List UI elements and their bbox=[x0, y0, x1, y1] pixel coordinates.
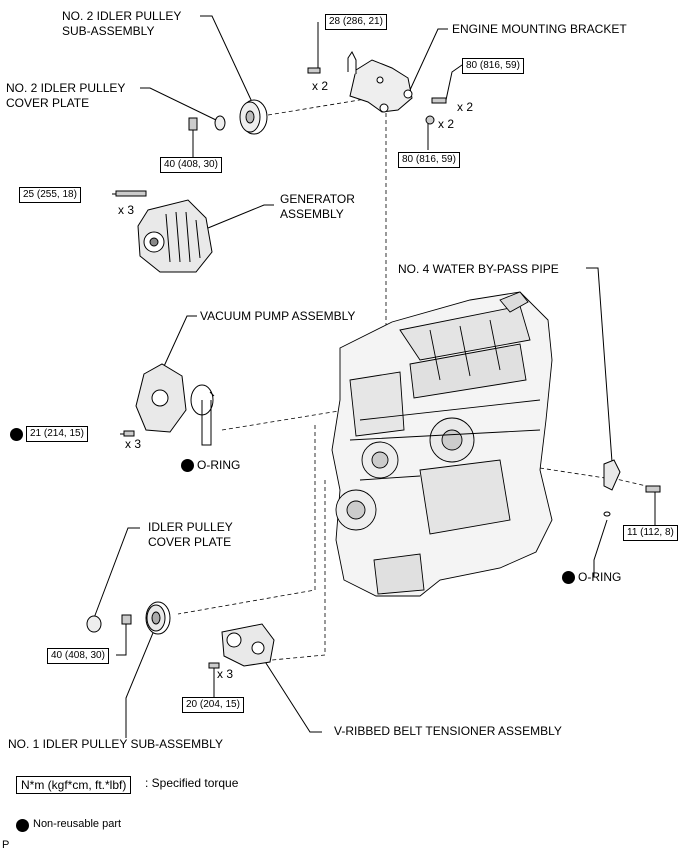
vacuum-pump-part bbox=[123, 363, 215, 437]
leader-o-ring-2 bbox=[593, 519, 608, 577]
qty-vacuum: x 3 bbox=[125, 437, 142, 451]
leader-generator bbox=[207, 204, 274, 229]
legend-torque-unit: N*m (kgf*cm, ft.*lbf) bbox=[16, 776, 132, 794]
leader-vacuum-pump bbox=[159, 315, 197, 376]
leader-tensioner bbox=[263, 659, 322, 733]
torque-bracket-80a: 80 (816, 59) bbox=[462, 58, 524, 74]
leader-no2-idler-cover bbox=[140, 87, 217, 121]
label-no1-idler: NO. 1 IDLER PULLEY SUB-ASSEMBLY bbox=[8, 737, 223, 751]
legend-nonreusable-text: Non-reusable part bbox=[33, 818, 122, 830]
torque-bracket-28: 28 (286, 21) bbox=[325, 14, 387, 30]
footer-mark: P bbox=[2, 839, 10, 851]
engine-bracket-part bbox=[307, 51, 447, 125]
qty-bracket-80a: x 2 bbox=[457, 100, 474, 114]
nonreusable-marker bbox=[10, 428, 23, 441]
label-no2-idler-pulley: NO. 2 IDLER PULLEY SUB-ASSEMBLY bbox=[62, 9, 182, 38]
qty-bracket-28: x 2 bbox=[312, 79, 329, 93]
torque-no2-cover-40: 40 (408, 30) bbox=[160, 157, 222, 173]
leader-idler-cover bbox=[93, 527, 140, 619]
label-bypass-pipe: NO. 4 WATER BY-PASS PIPE bbox=[398, 262, 559, 276]
torque-bracket-80b: 80 (816, 59) bbox=[398, 152, 460, 168]
leader-engine-bracket bbox=[409, 28, 448, 91]
label-vacuum-pump: VACUUM PUMP ASSEMBLY bbox=[200, 309, 356, 323]
label-engine-bracket: ENGINE MOUNTING BRACKET bbox=[452, 22, 627, 36]
qty-bracket-80b: x 2 bbox=[438, 117, 455, 131]
qty-generator: x 3 bbox=[118, 203, 135, 217]
torque-tensioner-20: 20 (204, 15) bbox=[182, 697, 244, 713]
bypass-pipe-part bbox=[603, 459, 661, 517]
tensioner-part bbox=[208, 623, 275, 669]
label-generator: GENERATOR ASSEMBLY bbox=[280, 192, 355, 221]
qty-tensioner: x 3 bbox=[217, 667, 234, 681]
nonreusable-marker bbox=[181, 459, 194, 472]
leader-bypass-pipe bbox=[586, 267, 613, 463]
torque-bypass-11: 11 (112, 8) bbox=[623, 525, 678, 541]
label-idler-cover: IDLER PULLEY COVER PLATE bbox=[148, 520, 233, 549]
engine-assembly-part bbox=[331, 291, 553, 597]
nonreusable-marker bbox=[562, 571, 575, 584]
legend-nonreusable-dot bbox=[16, 819, 29, 832]
generator-part bbox=[115, 190, 213, 273]
idler-pulley-parts bbox=[86, 601, 171, 635]
label-o-ring-1: O-RING bbox=[197, 458, 241, 472]
torque-generator-25: 25 (255, 18) bbox=[19, 187, 81, 203]
no2-idler-pulley-part bbox=[239, 99, 268, 135]
no2-idler-cover-part bbox=[188, 115, 226, 131]
leader-no1-idler bbox=[125, 627, 156, 738]
torque-vacuum-21: 21 (214, 15) bbox=[26, 426, 88, 442]
label-no2-idler-cover: NO. 2 IDLER PULLEY COVER PLATE bbox=[6, 81, 126, 110]
label-tensioner: V-RIBBED BELT TENSIONER ASSEMBLY bbox=[334, 724, 562, 738]
legend-torque-text: : Specified torque bbox=[145, 776, 239, 790]
leader-no2-idler-pulley bbox=[200, 15, 253, 103]
torque-idler-cover-40: 40 (408, 30) bbox=[47, 648, 109, 664]
label-o-ring-2: O-RING bbox=[578, 570, 622, 584]
leader-o-ring-1 bbox=[201, 400, 212, 446]
